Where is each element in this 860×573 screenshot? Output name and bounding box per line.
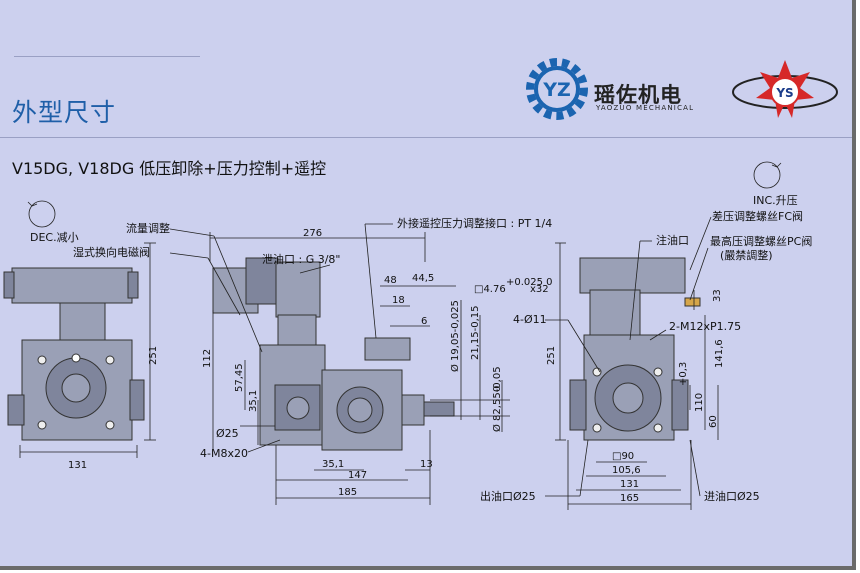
wet-solenoid-label: 湿式换向电磁阀 <box>73 245 150 259</box>
dim-131-left: 131 <box>68 460 87 471</box>
title-underline <box>0 137 852 138</box>
inc-label: INC.升压 <box>753 194 798 207</box>
middle-view <box>209 232 510 505</box>
dim-44-5: 44,5 <box>412 273 434 284</box>
header-line <box>14 56 200 57</box>
dim-key: □4.76 <box>474 284 506 295</box>
dim-35-1-h: 35,1 <box>322 459 344 470</box>
d25-left-label: Ø25 <box>216 427 239 440</box>
dim-147: 147 <box>348 470 367 481</box>
gear-logo-icon: YZ <box>526 58 588 120</box>
max-screw-label: 最高压调整螺丝PC阀 <box>710 234 812 248</box>
dim-105-6: 105,6 <box>612 465 641 476</box>
dim-60: 60 <box>708 415 719 428</box>
dim-112: 112 <box>202 349 213 368</box>
drawing-canvas: YZ YS <box>3 58 838 510</box>
logo-letters: YZ <box>542 79 571 101</box>
dim-131-right: 131 <box>620 479 639 490</box>
dim-165: 165 <box>620 493 639 504</box>
inc-knob-icon <box>753 161 781 189</box>
dim-251-left: 251 <box>148 346 159 365</box>
diff-screw-label: 差压调整螺丝FC阀 <box>712 209 803 223</box>
dim-276: 276 <box>303 228 322 239</box>
hole-4-11-label: 4-Ø11 <box>513 313 547 326</box>
inlet-label: 进油口Ø25 <box>704 489 760 503</box>
flow-adjust-label: 流量调整 <box>126 221 170 235</box>
dim-key-tol: +0.025 0 <box>506 277 553 288</box>
model-subtitle: V15DG, V18DG 低压卸除+压力控制+遥控 <box>12 159 327 178</box>
dec-label: DEC.减小 <box>30 231 79 244</box>
dim-shaft-dia: Ø 19,05-0,025 <box>449 300 461 372</box>
dim-110: 110 <box>694 393 705 412</box>
dim-141-6: 141,6 <box>714 339 725 368</box>
m8-label: 4-M8x20 <box>200 447 248 460</box>
max-screw-note: (嚴禁調整) <box>720 248 773 262</box>
dim-spigot: Ø 82,55-0,05 <box>491 366 503 432</box>
remote-port-label: 外接遥控压力调整接口 : PT 1/4 <box>397 216 552 230</box>
fill-port-label: 注油口 <box>656 233 689 247</box>
outlet-label: 出油口Ø25 <box>480 489 536 503</box>
right-view <box>555 161 782 510</box>
dim-6: 6 <box>421 316 427 327</box>
dim-tol: +0,3 <box>678 362 689 386</box>
drain-port-label: 泄油口 : G 3/8" <box>262 252 340 266</box>
dim-13: 13 <box>420 459 433 470</box>
ys-emblem-icon: YS <box>732 60 838 118</box>
dim-251-right: 251 <box>546 346 557 365</box>
dim-33: 33 <box>712 289 723 302</box>
brand-name-en: YAOZUO MECHANICAL <box>596 104 695 112</box>
dim-0: 0 <box>492 386 503 392</box>
page-title: 外型尺寸 <box>12 98 117 127</box>
dim-21: 21,15-0,15 <box>470 305 481 360</box>
dec-knob-icon <box>28 200 56 228</box>
dim-57-45: 57,45 <box>234 363 245 392</box>
brand-name-cn: 瑶佐机电 <box>594 83 682 107</box>
dim-key-len: x32 <box>530 284 549 295</box>
leader-lines <box>169 216 712 497</box>
dim-35-1-v: 35,1 <box>248 390 259 412</box>
dim-18: 18 <box>392 295 405 306</box>
dim-185: 185 <box>338 487 357 498</box>
left-view <box>3 200 156 458</box>
thread-label: 2-M12xP1.75 <box>669 320 741 333</box>
dim-48: 48 <box>384 275 397 286</box>
svg-text:YS: YS <box>775 86 793 100</box>
dim-90: □90 <box>612 451 634 462</box>
